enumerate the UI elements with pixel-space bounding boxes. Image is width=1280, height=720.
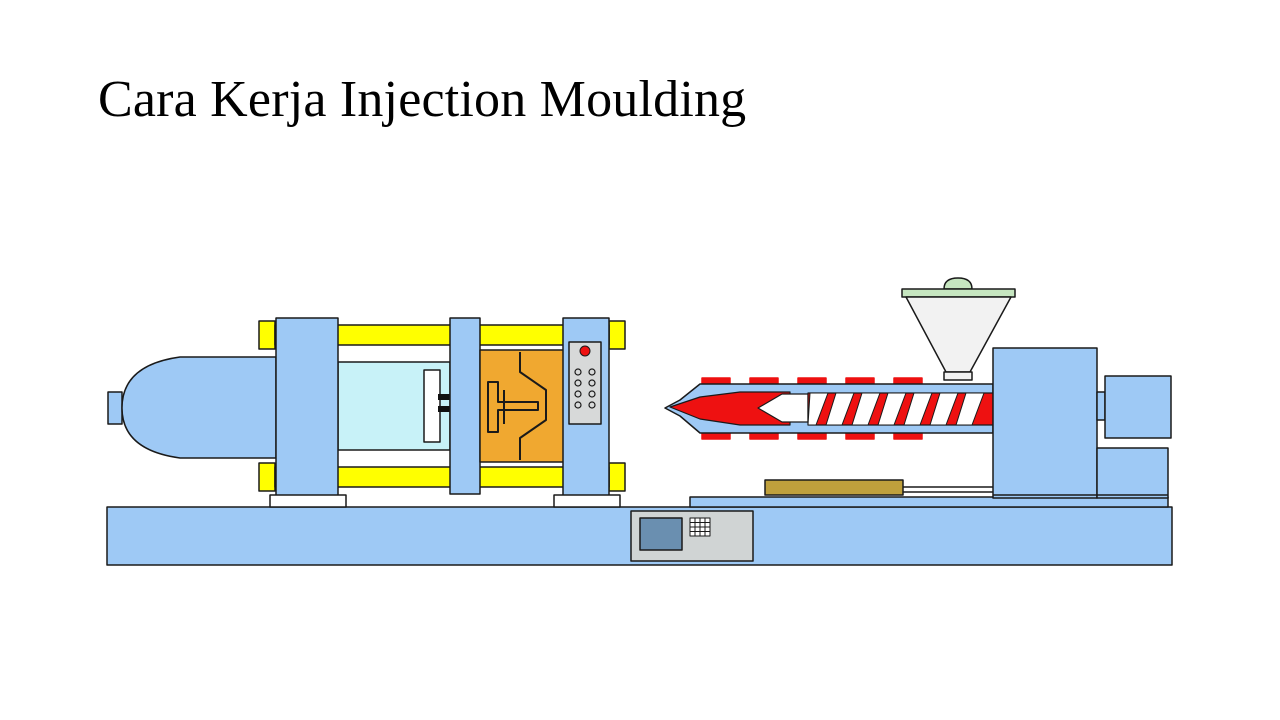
- drive-housing: [992, 347, 1098, 499]
- ram-slot: [438, 406, 450, 412]
- red-indicator-icon: [579, 345, 591, 357]
- drive-housing-lower: [1096, 447, 1169, 499]
- tie-bar-nut: [258, 320, 276, 350]
- carriage-slide: [764, 479, 904, 496]
- moving-platen: [449, 317, 481, 495]
- clamp-ram-rod: [423, 369, 441, 443]
- tie-bar-nut: [258, 462, 276, 492]
- rear-platen: [275, 317, 339, 497]
- stationary-platen-foot: [553, 494, 621, 508]
- monitor-icon: [639, 517, 683, 551]
- slide-title: Cara Kerja Injection Moulding: [98, 71, 747, 128]
- rear-platen-foot: [269, 494, 347, 508]
- hopper-lid-handle: [943, 277, 973, 290]
- tie-bar-nut: [608, 320, 626, 350]
- motor-coupling: [1096, 391, 1106, 421]
- hopper-throat: [943, 371, 973, 381]
- injection-unit-rail: [689, 496, 1169, 508]
- keypad-icon: [689, 517, 711, 537]
- tie-bar-nut: [608, 462, 626, 492]
- mould-cavity-line: [519, 352, 547, 460]
- keypad-icon: [574, 368, 596, 409]
- screw-flights: [807, 392, 985, 426]
- mould-core: [487, 381, 539, 433]
- ram-slot: [438, 394, 450, 400]
- clamp-cylinder-dome: [121, 356, 277, 459]
- injection-motor: [1104, 375, 1172, 439]
- clamp-cylinder-cap: [107, 391, 123, 425]
- hopper-lid: [901, 288, 1016, 298]
